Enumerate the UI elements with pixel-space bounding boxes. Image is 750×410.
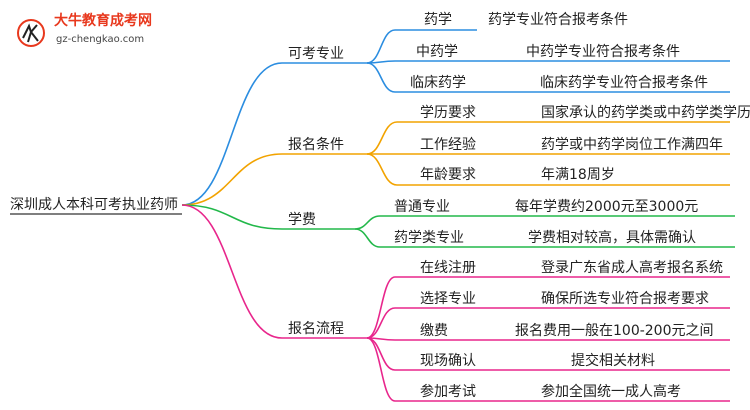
node-label: 普通专业 bbox=[394, 199, 450, 215]
leaf-connector bbox=[366, 276, 396, 339]
node-value: 年满18周岁 bbox=[541, 167, 615, 183]
leaf-connector bbox=[366, 337, 396, 402]
node-label: 药学类专业 bbox=[394, 230, 464, 246]
leaf-connector bbox=[354, 215, 381, 230]
branch-label-process: 报名流程 bbox=[288, 321, 344, 337]
site-logo[interactable]: 大牛教育成考网 gz-chengkao.com bbox=[4, 4, 204, 50]
leaf-connector bbox=[366, 153, 398, 186]
leaf-connector bbox=[366, 62, 396, 93]
node-label: 选择专业 bbox=[420, 291, 476, 307]
leaf-connector bbox=[354, 228, 381, 248]
branch-label-majors: 可考专业 bbox=[288, 46, 344, 62]
node-value: 参加全国统一成人高考 bbox=[541, 384, 681, 400]
node-label: 工作经验 bbox=[420, 137, 476, 153]
root-topic: 深圳成人本科可考执业药师 bbox=[10, 197, 178, 213]
node-label: 参加考试 bbox=[420, 384, 476, 400]
leaf-connector bbox=[366, 121, 398, 155]
branch-connector bbox=[181, 204, 283, 230]
node-value: 中药学专业符合报考条件 bbox=[526, 44, 680, 60]
logo-url: gz-chengkao.com bbox=[56, 34, 145, 45]
node-label: 现场确认 bbox=[420, 353, 476, 369]
node-value: 报名费用一般在100-200元之间 bbox=[515, 323, 714, 339]
node-value: 临床药学专业符合报考条件 bbox=[540, 75, 708, 91]
leaf-connector bbox=[366, 29, 396, 64]
node-label: 缴费 bbox=[420, 323, 448, 339]
node-value: 每年学费约2000元至3000元 bbox=[515, 199, 699, 215]
node-value: 药学专业符合报考条件 bbox=[488, 12, 628, 28]
node-label: 药学 bbox=[424, 12, 452, 28]
branch-connector bbox=[181, 204, 283, 339]
leaf-connector bbox=[366, 337, 396, 371]
node-label: 中药学 bbox=[416, 44, 458, 60]
branch-connector bbox=[181, 153, 283, 206]
node-label: 年龄要求 bbox=[420, 167, 476, 183]
branch-connector bbox=[181, 62, 283, 206]
node-value: 学费相对较高，具体需确认 bbox=[528, 230, 696, 246]
branch-label-tuition: 学费 bbox=[288, 212, 316, 228]
node-label: 学历要求 bbox=[420, 105, 476, 121]
logo-name: 大牛教育成考网 bbox=[54, 13, 152, 29]
branch-label-requirements: 报名条件 bbox=[288, 137, 344, 153]
node-value: 药学或中药学岗位工作满四年 bbox=[541, 137, 723, 153]
node-label: 在线注册 bbox=[420, 260, 476, 276]
node-value: 确保所选专业符合报考要求 bbox=[541, 291, 709, 307]
node-value: 提交相关材料 bbox=[571, 353, 655, 369]
leaf-connector bbox=[366, 307, 396, 339]
niu-logo-icon bbox=[17, 19, 45, 47]
node-value: 登录广东省成人高考报名系统 bbox=[541, 260, 723, 276]
node-label: 临床药学 bbox=[410, 75, 466, 91]
node-value: 国家承认的药学类或中药学类学历 bbox=[541, 105, 750, 121]
